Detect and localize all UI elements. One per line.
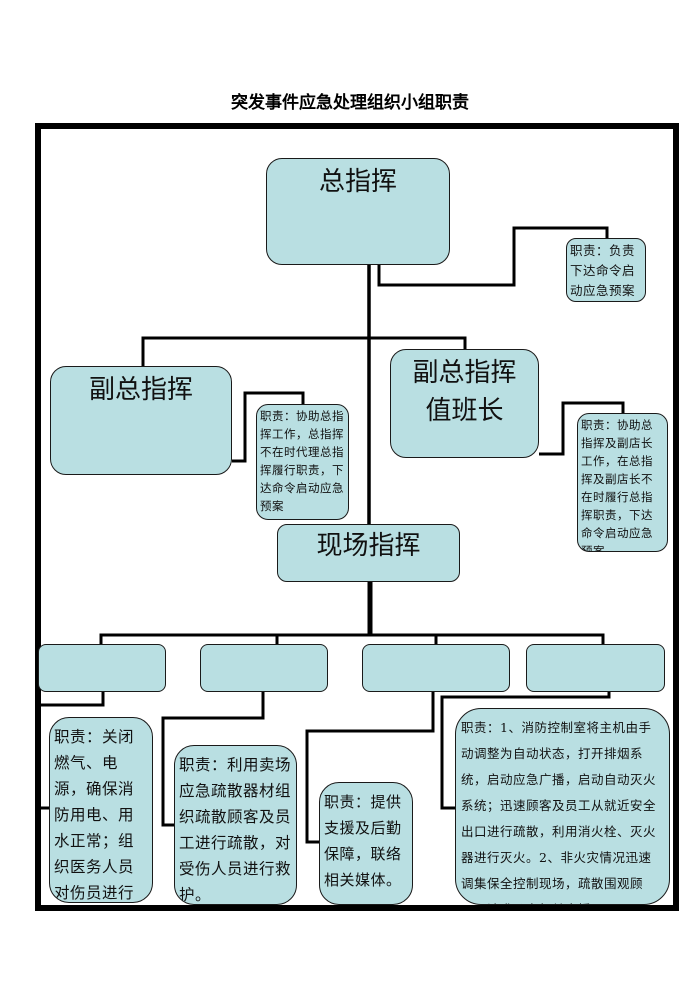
- outer-frame: [35, 123, 679, 911]
- team3-link: [305, 692, 435, 844]
- deputy-left-duty-link: [232, 391, 305, 463]
- deputy-left-duty: 职责：协助总指挥工作，总指挥不在时代理总指挥履行职责，下达命令启动应急预案: [256, 404, 349, 520]
- page-title: 突发事件应急处理组织小组职责: [231, 93, 469, 113]
- team2-link: [161, 692, 265, 827]
- commander-duty-link: [377, 226, 609, 287]
- commander-node: 总指挥: [266, 158, 450, 265]
- team3-duty: 职责：提供支援及后勤保障，联络相关媒体。: [319, 782, 413, 905]
- site-commander-node: 现场指挥: [277, 524, 460, 582]
- team2-duty: 职责：利用卖场应急疏散器材组织疏散顾客及员工进行疏散，对受伤人员进行救护。: [174, 745, 297, 905]
- deputy-right-label-1: 副总指挥: [412, 358, 517, 388]
- team4-link: [440, 692, 611, 810]
- team1-duty: 职责：关闭燃气、电源，确保消防用电、用水正常；组织医务人员对伤员进行救治。: [49, 717, 153, 903]
- team1-link: [40, 692, 105, 707]
- deputy-right-label-2: 值班长: [425, 396, 504, 426]
- team-node-1: [38, 644, 166, 692]
- team-node-2: [200, 644, 328, 692]
- team-node-4: [526, 644, 665, 692]
- deputy-bus: [141, 336, 467, 366]
- deputy-commander-left-node: 副总指挥: [50, 366, 232, 475]
- deputy-commander-right-node: 副总指挥 值班长: [390, 349, 539, 458]
- site-label: 现场指挥: [316, 531, 421, 561]
- team4-duty: 职责：1、消防控制室将主机由手动调整为自动状态，打开排烟系统，启动应急广播，启动…: [455, 708, 670, 905]
- commander-duty: 职责：负责下达命令启动应急预案: [566, 238, 646, 302]
- team-node-3: [362, 644, 510, 692]
- deputy-right-duty: 职责：协助总指挥及副店长工作，在总指挥及副店长不在时履行总指挥职责，下达命令启动…: [577, 413, 668, 552]
- team-bus: [99, 633, 605, 644]
- deputy-right-duty-link: [539, 401, 625, 456]
- commander-label: 总指挥: [318, 167, 397, 197]
- deputy-left-label: 副总指挥: [88, 375, 193, 405]
